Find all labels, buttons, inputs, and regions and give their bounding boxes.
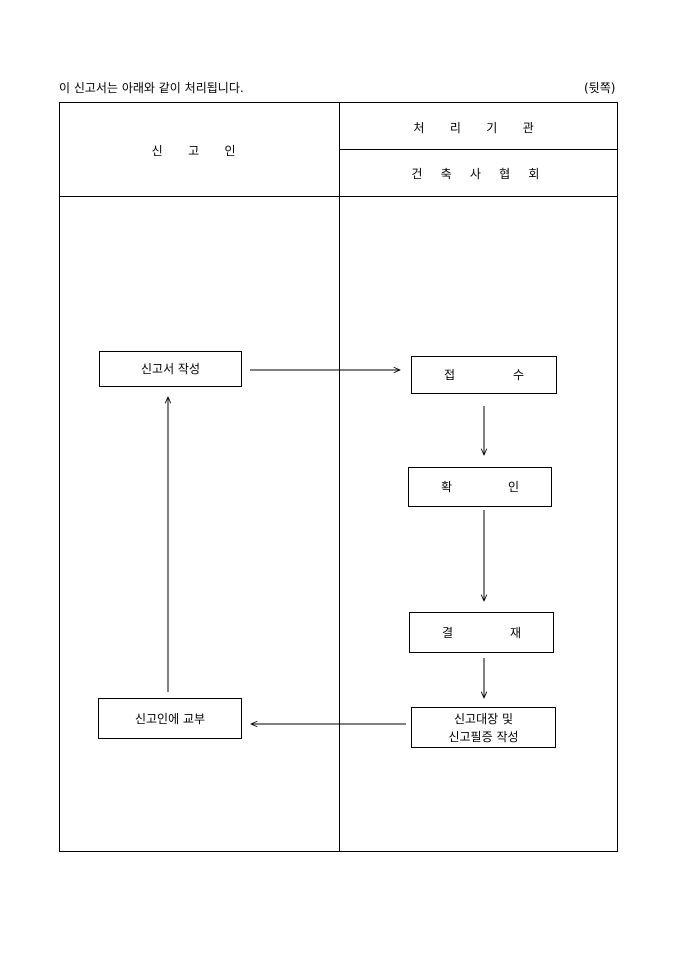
step-register-line1: 신고대장 및 bbox=[453, 711, 513, 726]
back-side-label: (뒷쪽) bbox=[584, 81, 616, 95]
intro-text: 이 신고서는 아래와 같이 처리됩니다. bbox=[59, 81, 244, 95]
step-register: 신고대장 및 신고필증 작성 bbox=[411, 707, 556, 748]
step-register-line2: 신고필증 작성 bbox=[448, 729, 519, 744]
column-divider bbox=[339, 102, 340, 852]
right-header-top: 처 리 기 관 bbox=[413, 121, 545, 135]
step-check-char-2: 인 bbox=[507, 480, 519, 494]
process-table bbox=[59, 102, 618, 852]
step-approve-char-2: 재 bbox=[509, 625, 521, 640]
step-receive: 접 수 bbox=[411, 356, 557, 394]
step-check: 확 인 bbox=[408, 467, 552, 507]
step-deliver: 신고인에 교부 bbox=[98, 698, 242, 739]
header-split-line bbox=[339, 149, 618, 150]
right-header-bottom: 건 축 사 협 회 bbox=[411, 167, 547, 181]
step-write-application: 신고서 작성 bbox=[99, 351, 242, 387]
step-approve-char-1: 결 bbox=[442, 625, 454, 640]
step-receive-char-2: 수 bbox=[512, 368, 524, 382]
step-check-char-1: 확 bbox=[441, 480, 453, 494]
left-header: 신 고 인 bbox=[151, 144, 247, 158]
step-receive-char-1: 접 bbox=[444, 368, 456, 382]
header-bottom-line bbox=[59, 196, 618, 197]
step-approve: 결 재 bbox=[409, 612, 554, 653]
